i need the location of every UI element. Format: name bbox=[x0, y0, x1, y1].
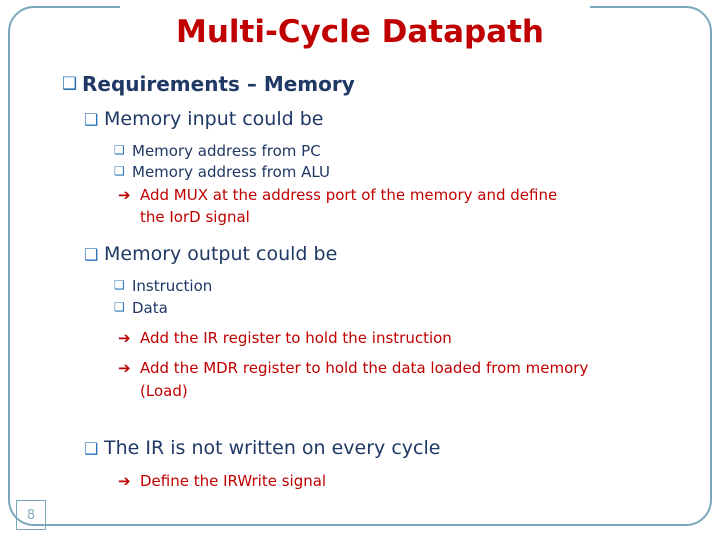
arrow-icon: ➔ bbox=[118, 471, 131, 490]
spacer bbox=[62, 350, 682, 358]
spacer bbox=[62, 269, 682, 277]
bullet-memory-output-label: Memory output could be bbox=[104, 243, 338, 266]
note-add-ir: ➔ Add the IR register to hold the instru… bbox=[62, 328, 682, 348]
bullet-data-label: Data bbox=[132, 298, 168, 317]
slide-body: ❑ Requirements – Memory ❑ Memory input c… bbox=[62, 72, 682, 493]
frame-title-gap bbox=[120, 0, 590, 14]
square-bullet-icon: ❑ bbox=[84, 110, 99, 129]
small-square-bullet-icon: ❑ bbox=[114, 278, 125, 292]
bullet-memory-input-label: Memory input could be bbox=[104, 108, 324, 130]
spacer bbox=[62, 229, 682, 243]
bullet-instruction: ❑ Instruction bbox=[62, 277, 682, 297]
page-number: 8 bbox=[16, 500, 46, 530]
square-bullet-icon: ❑ bbox=[84, 245, 99, 265]
note-define-irwrite: ➔ Define the IRWrite signal bbox=[62, 471, 682, 491]
small-square-bullet-icon: ❑ bbox=[114, 299, 125, 314]
small-square-bullet-icon: ❑ bbox=[114, 142, 125, 157]
bullet-ir-not-written-label: The IR is not written on every cycle bbox=[104, 436, 441, 459]
note-add-mdr: ➔ Add the MDR register to hold the data … bbox=[62, 358, 682, 378]
bullet-mem-addr-alu-label: Memory address from ALU bbox=[132, 163, 330, 182]
bullet-instruction-label: Instruction bbox=[132, 277, 213, 295]
bullet-ir-not-written: ❑ The IR is not written on every cycle bbox=[62, 437, 682, 461]
note-add-mux-continuation: the IorD signal bbox=[140, 208, 250, 226]
spacer bbox=[62, 100, 682, 108]
square-bullet-icon: ❑ bbox=[62, 74, 78, 94]
spacer bbox=[62, 423, 682, 437]
spacer bbox=[62, 320, 682, 328]
note-define-irwrite-label: Define the IRWrite signal bbox=[140, 471, 327, 490]
spacer bbox=[62, 463, 682, 471]
bullet-mem-addr-alu: ❑ Memory address from ALU bbox=[62, 163, 682, 183]
square-bullet-icon: ❑ bbox=[84, 438, 99, 458]
note-add-mux-label: Add MUX at the address port of the memor… bbox=[140, 185, 558, 204]
note-add-mdr-label: Add the MDR register to hold the data lo… bbox=[140, 359, 589, 378]
spacer bbox=[62, 403, 682, 423]
note-add-ir-label: Add the IR register to hold the instruct… bbox=[140, 329, 452, 347]
arrow-icon: ➔ bbox=[118, 359, 131, 378]
bullet-requirements: ❑ Requirements – Memory bbox=[62, 72, 682, 96]
bullet-memory-output: ❑ Memory output could be bbox=[62, 243, 682, 267]
small-square-bullet-icon: ❑ bbox=[114, 164, 125, 179]
arrow-icon: ➔ bbox=[118, 329, 131, 347]
bullet-requirements-label: Requirements – Memory bbox=[82, 72, 355, 96]
spacer bbox=[62, 134, 682, 142]
note-add-mdr-continuation: (Load) bbox=[140, 381, 188, 400]
arrow-icon: ➔ bbox=[118, 185, 131, 204]
note-add-mux: ➔ Add MUX at the address port of the mem… bbox=[62, 185, 682, 205]
page-title: Multi-Cycle Datapath bbox=[175, 14, 545, 50]
bullet-mem-addr-pc: ❑ Memory address from PC bbox=[62, 142, 682, 162]
bullet-memory-input: ❑ Memory input could be bbox=[62, 108, 682, 132]
bullet-mem-addr-pc-label: Memory address from PC bbox=[132, 141, 321, 160]
bullet-data: ❑ Data bbox=[62, 299, 682, 319]
